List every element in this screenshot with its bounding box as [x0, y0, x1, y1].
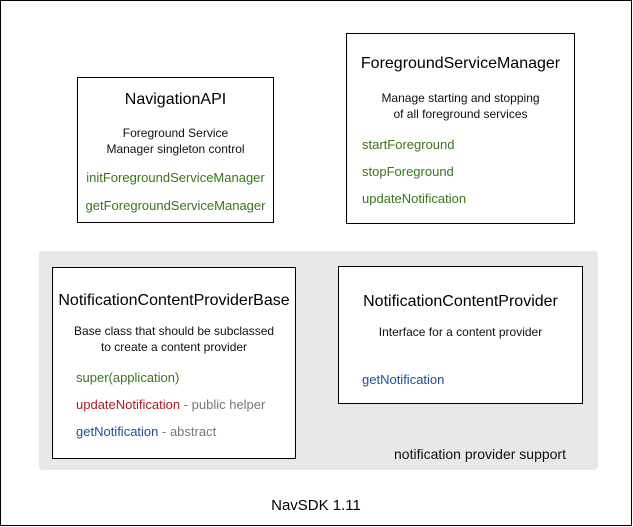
description-line: Base class that should be subclassed — [73, 324, 275, 338]
method-getNotification: getNotification - abstract — [76, 424, 295, 440]
method-list: startForeground stopForeground updateNot… — [347, 137, 574, 207]
class-box-notification-content-provider: NotificationContentProvider Interface fo… — [338, 266, 583, 404]
class-title-notification-content-provider: NotificationContentProvider — [363, 293, 558, 310]
description-line: Foreground Service — [122, 126, 229, 140]
class-title-foreground-service-manager: ForegroundServiceManager — [360, 55, 561, 72]
method-super-application: super(application) — [76, 370, 295, 386]
diagram-title-navsdk-version: NavSDK 1.11 — [271, 497, 361, 514]
class-description-navigation-api: Foreground Service Manager singleton con… — [78, 125, 273, 157]
description-line: Manager singleton control — [106, 142, 245, 156]
class-title-navigation-api: NavigationAPI — [124, 91, 227, 108]
method-stopForeground: stopForeground — [362, 164, 454, 179]
method-updateNotification: updateNotification - public helper — [76, 397, 295, 413]
class-title-notification-content-provider-base: NotificationContentProviderBase — [58, 292, 290, 309]
group-label-notification-provider-support: notification provider support — [394, 446, 566, 462]
method-name: getNotification — [76, 424, 159, 439]
description-line: to create a content provider — [100, 340, 248, 354]
class-box-foreground-service-manager: ForegroundServiceManager Manage starting… — [346, 33, 575, 224]
description-line: Interface for a content provider — [378, 325, 543, 339]
method-annotation: - public helper — [180, 397, 266, 412]
method-getNotification: getNotification — [362, 372, 445, 387]
class-box-notification-content-provider-base: NotificationContentProviderBase Base cla… — [52, 267, 296, 459]
method-initForegroundServiceManager: initForegroundServiceManager — [86, 170, 265, 185]
description-line: of all foreground services — [393, 107, 528, 121]
class-box-navigation-api: NavigationAPI Foreground Service Manager… — [77, 77, 274, 223]
method-startForeground: startForeground — [362, 137, 455, 152]
method-list: initForegroundServiceManager getForegrou… — [78, 170, 273, 214]
method-list: super(application) updateNotification - … — [53, 370, 295, 440]
method-getForegroundServiceManager: getForegroundServiceManager — [85, 198, 266, 213]
class-description-notification-content-provider-base: Base class that should be subclassed to … — [53, 323, 295, 355]
method-list: getNotification — [339, 372, 582, 388]
method-name: updateNotification — [76, 397, 181, 412]
description-line: Manage starting and stopping — [381, 91, 540, 105]
method-name: super(application) — [76, 370, 180, 385]
method-updateNotification: updateNotification — [362, 191, 467, 206]
class-description-foreground-service-manager: Manage starting and stopping of all fore… — [347, 90, 574, 122]
class-description-notification-content-provider: Interface for a content provider — [339, 324, 582, 340]
method-annotation: - abstract — [158, 424, 217, 439]
